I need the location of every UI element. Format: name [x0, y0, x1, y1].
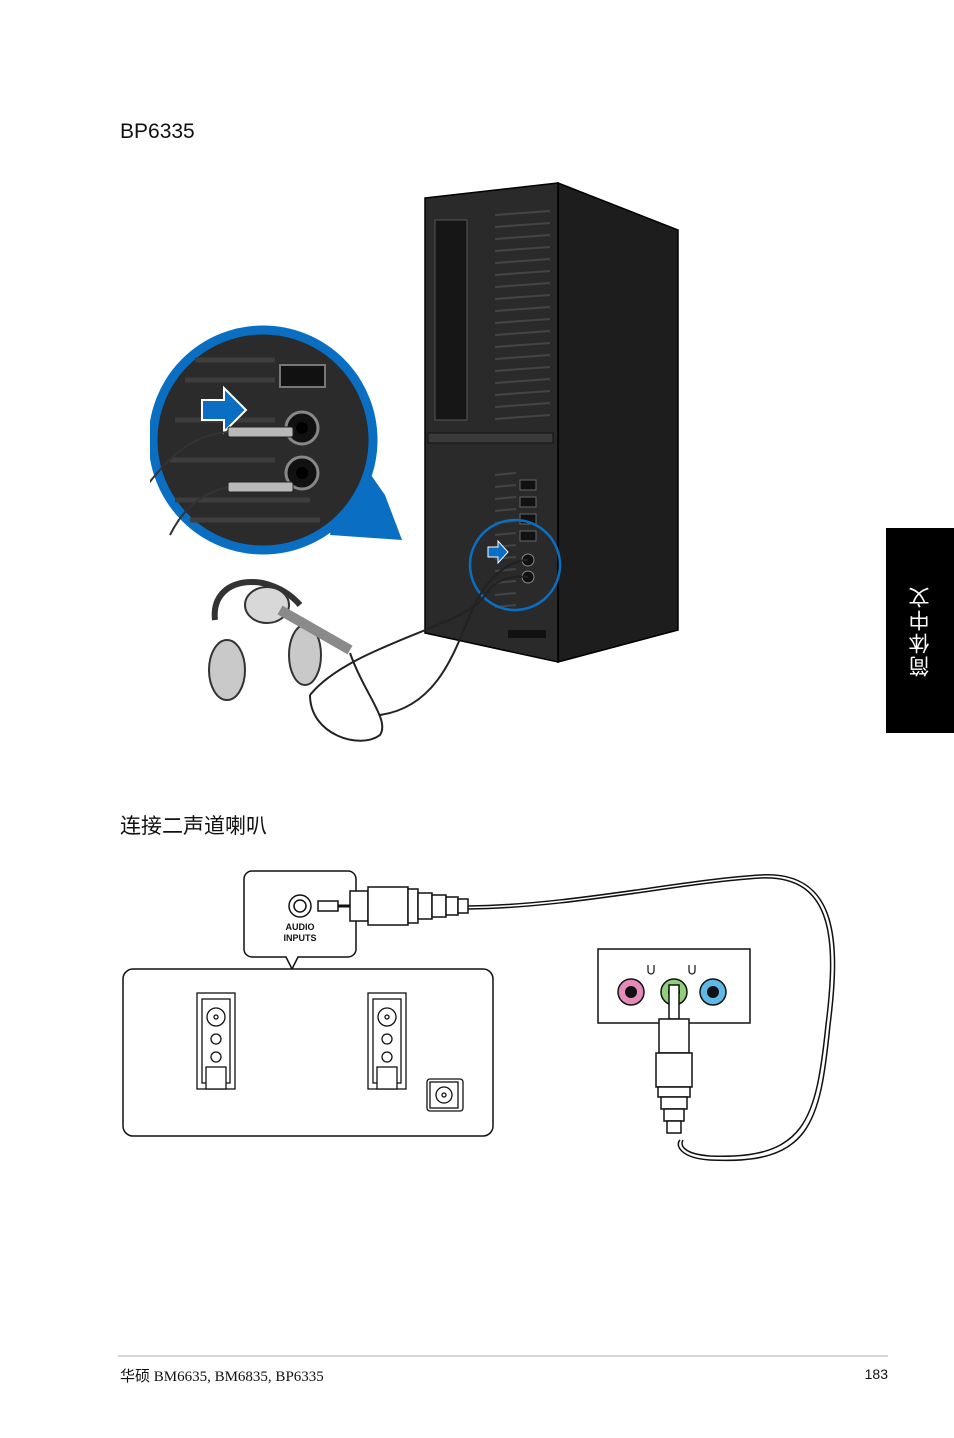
- section-title-model: BP6335: [120, 120, 195, 143]
- language-tab: 简体中文: [886, 528, 954, 733]
- section-title-speakers: 连接二声道喇叭: [120, 815, 267, 838]
- speaker-connection-diagram: [122, 870, 836, 1162]
- front-panel-illustration: [150, 181, 679, 742]
- audio-inputs-label: AUDIO INPUTS: [283, 922, 317, 943]
- footer-divider: [118, 1355, 888, 1357]
- footer-product-line: 华硕 BM6635, BM6835, BP6335: [120, 1369, 324, 1385]
- page-number: 183: [864, 1366, 888, 1382]
- language-tab-label: 简体中文: [908, 584, 932, 677]
